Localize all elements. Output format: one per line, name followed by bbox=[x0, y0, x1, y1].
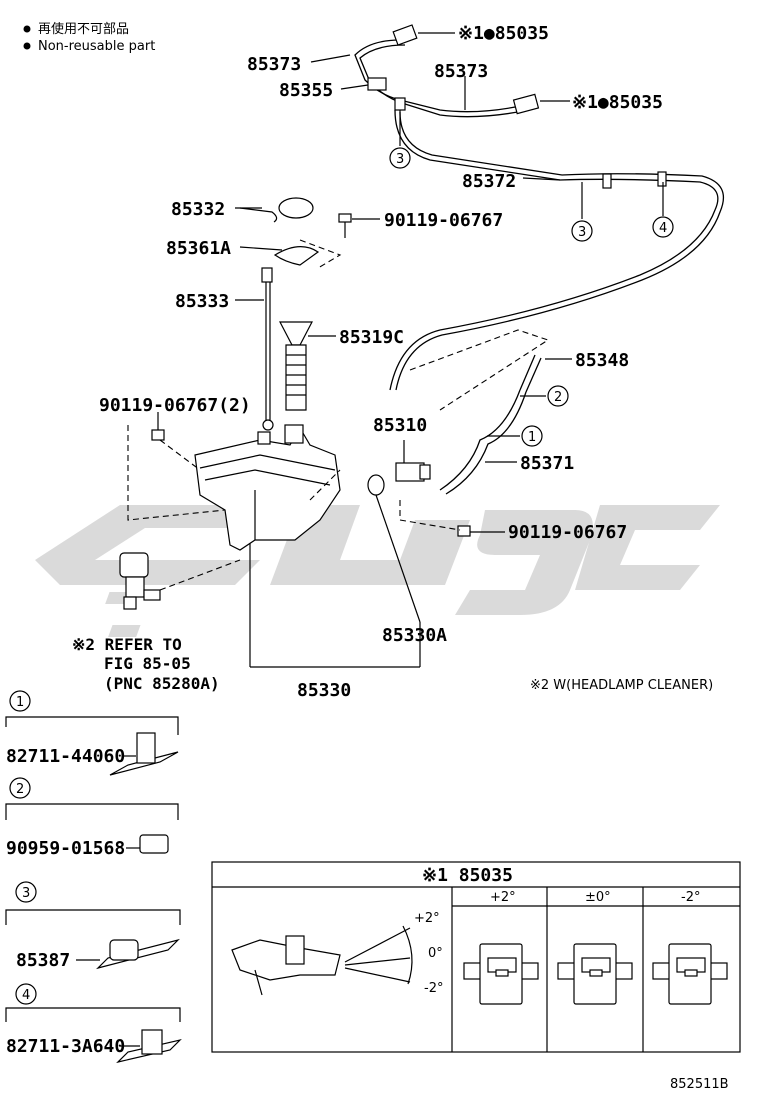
bolt-90119-right bbox=[457, 525, 471, 537]
circled-refs: 3 3 4 2 1 bbox=[389, 147, 674, 447]
refer-note-line2: FIG 85-05 bbox=[104, 654, 191, 673]
label-85330: 85330 bbox=[297, 680, 351, 701]
clamp-3-part: 85387 bbox=[16, 950, 70, 971]
label-85355: 85355 bbox=[279, 80, 333, 101]
circle-ref-3b: 3 bbox=[578, 225, 586, 240]
legend-bullet-2 bbox=[23, 42, 31, 50]
label-85310: 85310 bbox=[373, 415, 427, 436]
legend-bullet-1 bbox=[23, 25, 31, 33]
label-85333: 85333 bbox=[175, 291, 229, 312]
tank-cap bbox=[239, 197, 352, 269]
clamp-3-num: 3 bbox=[22, 886, 30, 901]
clamp-2-num: 2 bbox=[16, 782, 24, 797]
label-85373-b: 85373 bbox=[434, 61, 488, 82]
label-85035-a: ※1●85035 bbox=[458, 23, 549, 44]
label-85348: 85348 bbox=[575, 350, 629, 371]
nozzle-angle-inset: ※1 85035 +2° ±0° -2° +2° 0° -2° bbox=[211, 861, 741, 1053]
clamp-2-part: 90959-01568 bbox=[6, 838, 125, 859]
inset-title: ※1 85035 bbox=[422, 865, 513, 886]
level-gauge bbox=[261, 267, 274, 431]
leader-lines bbox=[157, 32, 664, 668]
label-85373-a: 85373 bbox=[247, 54, 301, 75]
inset-angle-mid: 0° bbox=[428, 946, 443, 961]
washer-motor-headlamp bbox=[119, 552, 161, 610]
watermark-logo bbox=[35, 505, 720, 637]
label-85319c: 85319C bbox=[339, 327, 404, 348]
filler-neck bbox=[279, 321, 313, 411]
grommet bbox=[367, 474, 385, 496]
label-90119-a: 90119-06767 bbox=[384, 210, 503, 231]
bolt-90119-left bbox=[151, 429, 165, 441]
label-85371: 85371 bbox=[520, 453, 574, 474]
clamp-4-num: 4 bbox=[22, 988, 30, 1003]
refer-note-line1: ※2 REFER TO bbox=[72, 635, 182, 654]
inset-col-2: ±0° bbox=[585, 890, 611, 905]
label-85361a: 85361A bbox=[166, 238, 231, 259]
label-85332: 85332 bbox=[171, 199, 225, 220]
label-90119-c: 90119-06767 bbox=[508, 522, 627, 543]
label-90119-b: 90119-06767(2) bbox=[99, 395, 251, 416]
label-85372: 85372 bbox=[462, 171, 516, 192]
clamp-1-part: 82711-44060 bbox=[6, 746, 125, 767]
clamp-details: 1 82711-44060 2 90959-01568 3 85387 4 82… bbox=[5, 690, 182, 1064]
guide-lines bbox=[127, 329, 550, 591]
clamp-1-num: 1 bbox=[16, 695, 24, 710]
circle-ref-4: 4 bbox=[659, 221, 667, 236]
headlamp-cleaner-note: ※2 W(HEADLAMP CLEANER) bbox=[530, 678, 713, 693]
circle-ref-3a: 3 bbox=[396, 152, 404, 167]
refer-note-line3: (PNC 85280A) bbox=[104, 674, 220, 693]
label-85330a: 85330A bbox=[382, 625, 447, 646]
inset-angle-top: +2° bbox=[414, 911, 440, 926]
inset-col-1: +2° bbox=[490, 890, 516, 905]
washer-hoses bbox=[354, 24, 725, 495]
washer-tank bbox=[194, 424, 341, 551]
washer-motor-main bbox=[395, 462, 431, 482]
figure-code: 852511B bbox=[670, 1077, 729, 1092]
circle-ref-1: 1 bbox=[528, 430, 536, 445]
label-85035-b: ※1●85035 bbox=[572, 92, 663, 113]
legend-line-2: Non-reusable part bbox=[38, 39, 155, 54]
inset-col-3: -2° bbox=[681, 890, 700, 905]
clamp-4-part: 82711-3A640 bbox=[6, 1036, 125, 1057]
inset-angle-bot: -2° bbox=[424, 981, 443, 996]
circle-ref-2: 2 bbox=[554, 390, 562, 405]
legend-line-1: 再使用不可部品 bbox=[38, 21, 129, 37]
